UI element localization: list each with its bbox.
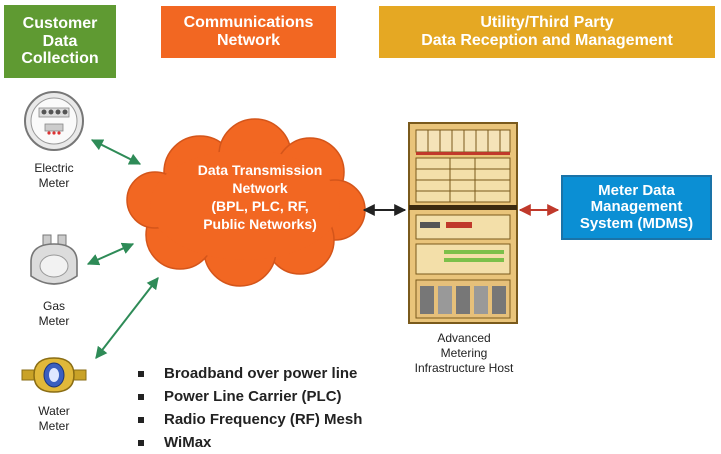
ami-host-label: Advanced Metering Infrastructure Host bbox=[396, 331, 532, 376]
communications-network-header: Communications Network bbox=[161, 6, 336, 58]
label-line: Advanced bbox=[437, 331, 491, 345]
list-item: Broadband over power line bbox=[136, 362, 362, 385]
label-line: Metering bbox=[440, 346, 488, 360]
label-line: Meter bbox=[38, 419, 70, 433]
gas-meter-label: Gas Meter bbox=[16, 299, 92, 329]
gas-meter-icon bbox=[30, 234, 78, 285]
header-line: Data Reception and Management bbox=[421, 32, 673, 49]
header-line: Customer bbox=[22, 14, 98, 32]
mdms-box: Meter Data Management System (MDMS) bbox=[561, 175, 712, 240]
list-item: WiMax bbox=[136, 431, 362, 454]
cloud-line: Data Transmission bbox=[197, 162, 323, 178]
customer-data-collection-header: Customer Data Collection bbox=[4, 5, 116, 78]
utility-data-reception-header: Utility/Third Party Data Reception and M… bbox=[379, 6, 715, 58]
header-line: Collection bbox=[21, 50, 99, 68]
label-line: Electric bbox=[34, 161, 74, 175]
cloud-line: Public Networks) bbox=[203, 215, 317, 232]
electric-to-network-arrow bbox=[90, 139, 142, 165]
label-line: Meter bbox=[38, 176, 70, 190]
cloud-line: Network bbox=[232, 179, 288, 196]
network-cloud bbox=[126, 118, 366, 287]
ami-host-server-icon bbox=[408, 122, 518, 324]
header-line: Communications bbox=[183, 14, 314, 32]
label-line: Infrastructure Host bbox=[414, 361, 514, 375]
water-meter-label: Water Meter bbox=[16, 404, 92, 434]
cloud-line: (BPL, PLC, RF, bbox=[211, 197, 309, 214]
mdms-line: Management bbox=[590, 198, 683, 216]
network-technology-list: Broadband over power line Power Line Car… bbox=[136, 362, 362, 454]
mdms-line: System (MDMS) bbox=[579, 214, 694, 232]
label-line: Water bbox=[38, 404, 70, 418]
network-cloud-text: Data Transmission Network (BPL, PLC, RF,… bbox=[160, 162, 360, 234]
gas-to-network-arrow bbox=[86, 242, 135, 266]
header-line: Network bbox=[216, 32, 281, 49]
water-meter-icon bbox=[21, 357, 87, 393]
label-line: Gas bbox=[42, 299, 65, 313]
electric-meter-label: Electric Meter bbox=[16, 161, 92, 191]
list-item: Power Line Carrier (PLC) bbox=[136, 385, 362, 408]
mdms-line: Meter Data bbox=[598, 181, 675, 199]
header-line: Data bbox=[42, 32, 78, 50]
header-line: Utility/Third Party bbox=[480, 14, 614, 32]
label-line: Meter bbox=[38, 314, 70, 328]
electric-meter-icon bbox=[24, 91, 84, 151]
water-to-network-arrow bbox=[95, 277, 159, 359]
list-item: Radio Frequency (RF) Mesh bbox=[136, 408, 362, 431]
